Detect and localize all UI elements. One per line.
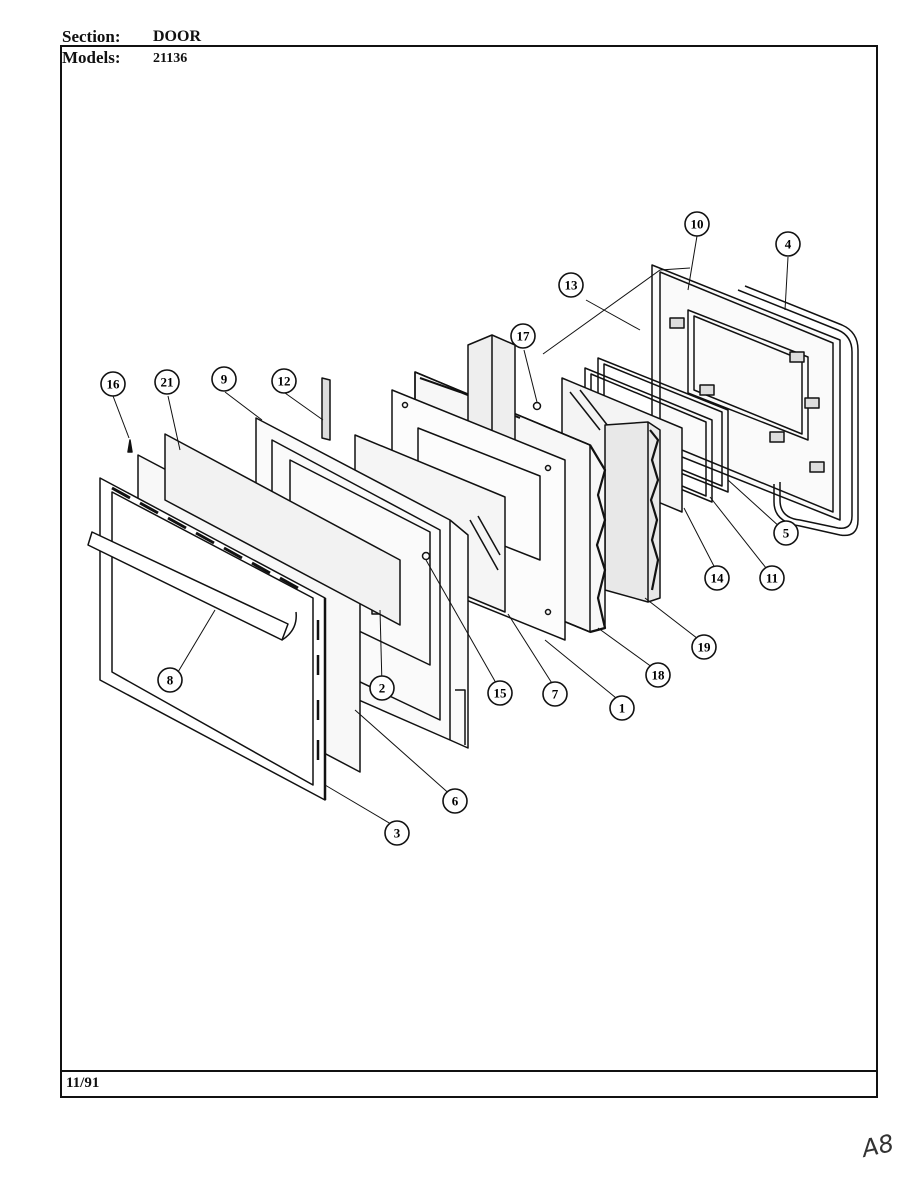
hinge-bracket-12	[321, 377, 331, 441]
callout-label: 6	[452, 794, 459, 809]
callout-16: 16	[100, 371, 126, 397]
callout-label: 7	[552, 687, 559, 702]
callout-8: 8	[157, 667, 183, 693]
callout-3: 3	[384, 820, 410, 846]
callout-2: 2	[369, 675, 395, 701]
callout-label: 15	[494, 686, 508, 701]
callout-5: 5	[773, 520, 799, 546]
callout-18: 18	[645, 662, 671, 688]
callout-label: 19	[698, 640, 712, 655]
callout-15: 15	[487, 680, 513, 706]
callout-label: 16	[107, 377, 121, 392]
front-frame-3	[99, 477, 327, 801]
screw-17	[532, 401, 542, 411]
callout-label: 1	[619, 701, 626, 716]
callout-11: 11	[759, 565, 785, 591]
screw-16	[127, 439, 133, 453]
rear-door-panel	[651, 264, 841, 521]
callout-label: 18	[652, 668, 666, 683]
models-value: 21136	[153, 51, 188, 66]
callout-label: 2	[379, 681, 386, 696]
footer-date: 11/91	[66, 1075, 100, 1091]
callout-19: 19	[691, 634, 717, 660]
callout-label: 13	[565, 278, 579, 293]
callout-9: 9	[211, 366, 237, 392]
callout-17: 17	[510, 323, 536, 349]
callout-10: 10	[684, 211, 710, 237]
callout-label: 4	[785, 237, 792, 252]
callout-7: 7	[542, 681, 568, 707]
models-label: Models:	[62, 48, 121, 67]
callout-label: 8	[167, 673, 174, 688]
shield-21	[164, 433, 401, 626]
callout-label: 12	[278, 374, 291, 389]
callout-13: 13	[558, 272, 584, 298]
callout-4: 4	[775, 231, 801, 257]
callout-1: 1	[609, 695, 635, 721]
diagram-frame	[60, 45, 878, 1098]
callout-6: 6	[442, 788, 468, 814]
callout-12: 12	[271, 368, 297, 394]
callout-label: 21	[161, 375, 174, 390]
section-value: DOOR	[153, 28, 201, 45]
callout-label: 11	[766, 571, 778, 586]
leader-lines	[112, 235, 789, 828]
callout-label: 3	[394, 826, 401, 841]
callout-label: 17	[517, 329, 531, 344]
callout-label: 10	[691, 217, 704, 232]
section-label: Section:	[62, 27, 121, 46]
callout-14: 14	[704, 565, 730, 591]
callout-label: 5	[783, 526, 790, 541]
handle-8	[87, 531, 297, 641]
gasket	[737, 285, 859, 537]
callout-label: 9	[221, 372, 228, 387]
screw-15	[421, 551, 431, 561]
footer-divider	[60, 1070, 878, 1072]
callout-21: 21	[154, 369, 180, 395]
insulation-19	[604, 421, 661, 603]
callout-label: 14	[711, 571, 725, 586]
